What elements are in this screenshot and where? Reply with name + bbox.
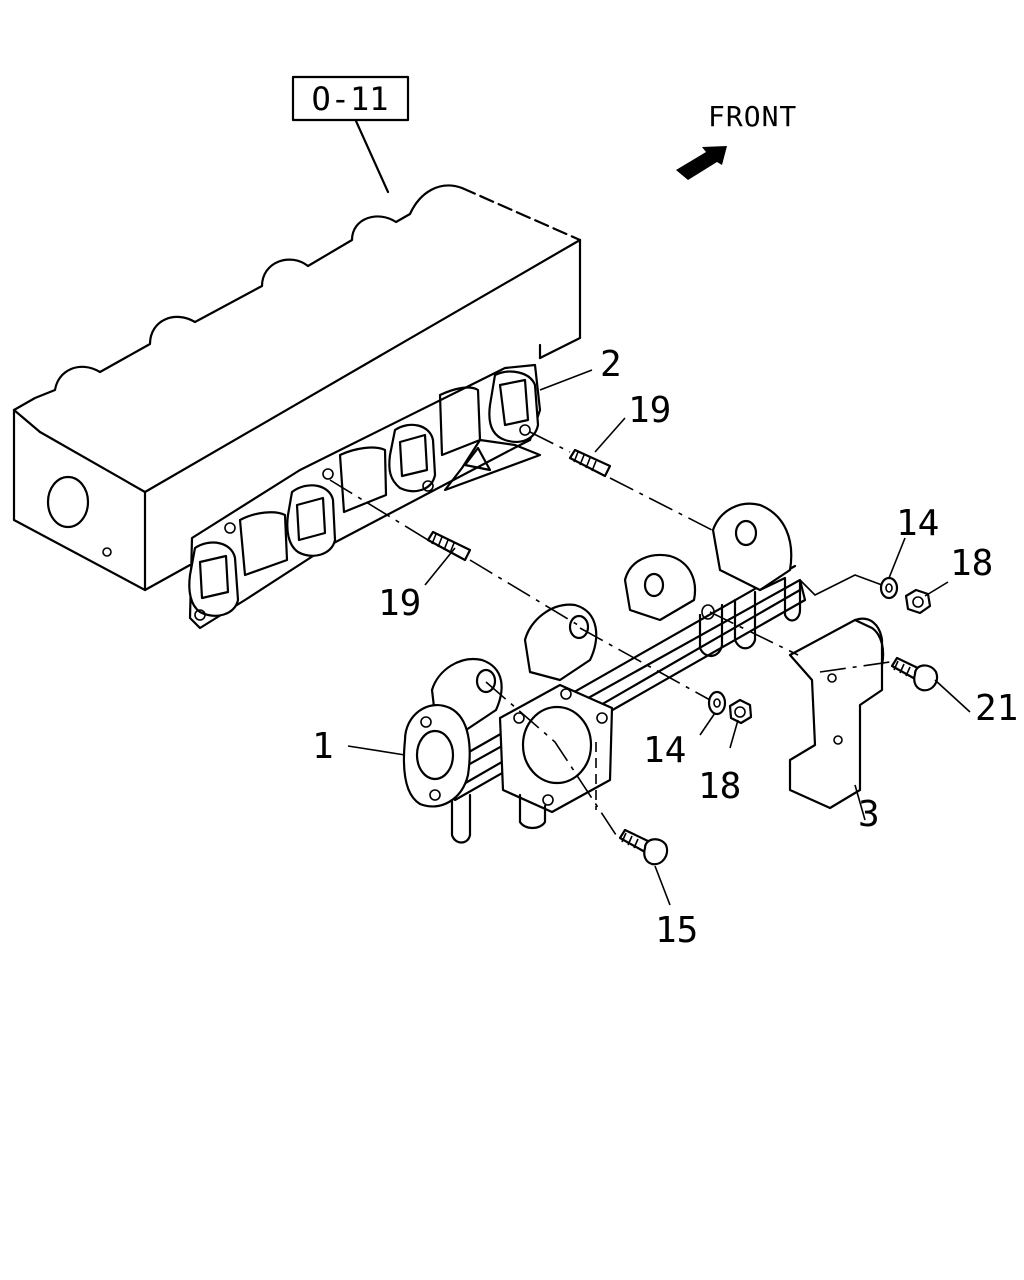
- assembly-line: [469, 559, 579, 626]
- exhaust-manifold-part-1[interactable]: [402, 502, 807, 844]
- reference-box-label: O-11: [311, 80, 388, 118]
- callout-15[interactable]: 15: [655, 910, 698, 951]
- bolt-part-21[interactable]: [890, 656, 939, 692]
- callout-14-lower[interactable]: 14: [643, 730, 686, 771]
- nut-part-18-lower[interactable]: [728, 698, 753, 725]
- front-label: FRONT: [708, 100, 797, 133]
- callout-1[interactable]: 1: [312, 726, 334, 767]
- assembly-line: [529, 431, 571, 453]
- stud-part-19-lower[interactable]: [426, 530, 472, 562]
- cylinder-head: [12, 184, 582, 592]
- bracket-part-3[interactable]: [788, 617, 885, 810]
- callout-19-lower[interactable]: 19: [378, 583, 421, 624]
- callout-19-upper[interactable]: 19: [628, 390, 671, 431]
- callout-18-upper[interactable]: 18: [950, 543, 993, 584]
- assembly-line: [329, 479, 429, 541]
- reference-leader: [354, 119, 390, 194]
- assembly-line: [579, 627, 711, 701]
- assembly-line: [799, 574, 883, 596]
- nut-part-18-upper[interactable]: [904, 588, 932, 615]
- callout-14-upper[interactable]: 14: [896, 503, 939, 544]
- assembly-line: [485, 681, 619, 839]
- callout-18-lower[interactable]: 18: [698, 766, 741, 807]
- reference-box[interactable]: O-11: [291, 75, 410, 122]
- assembly-line: [609, 477, 713, 531]
- assembly-line: [709, 611, 799, 656]
- callout-2[interactable]: 2: [600, 344, 622, 385]
- stud-part-19-upper[interactable]: [568, 448, 612, 478]
- callout-21[interactable]: 21: [975, 688, 1018, 729]
- bolt-part-15[interactable]: [618, 828, 669, 866]
- washer-part-14-lower[interactable]: [707, 690, 727, 716]
- assembly-line: [819, 661, 891, 673]
- washer-part-14-upper[interactable]: [879, 576, 899, 600]
- front-arrow-icon: [676, 146, 727, 180]
- callout-3[interactable]: 3: [858, 794, 880, 835]
- callout-leaders: [347, 369, 971, 906]
- gasket-part-2[interactable]: [188, 363, 542, 630]
